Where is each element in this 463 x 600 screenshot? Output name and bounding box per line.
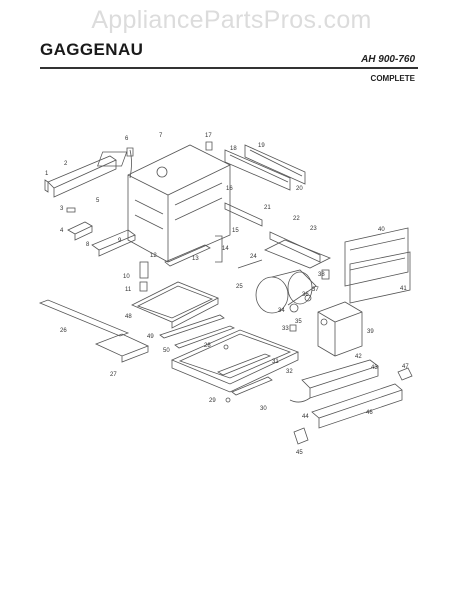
part-47 bbox=[397, 367, 413, 381]
callout: 40 bbox=[378, 227, 385, 233]
part-30 bbox=[231, 376, 273, 396]
part-28 bbox=[223, 344, 229, 350]
callout: 6 bbox=[125, 136, 129, 142]
callout: 26 bbox=[60, 328, 67, 334]
part-cable-44 bbox=[289, 397, 311, 403]
callout: 32 bbox=[286, 369, 293, 375]
callout: 45 bbox=[296, 450, 303, 456]
header-rule bbox=[40, 67, 418, 69]
callout: 8 bbox=[86, 242, 90, 248]
part-36 bbox=[304, 294, 312, 302]
callout: 39 bbox=[367, 329, 374, 335]
callout: 29 bbox=[209, 398, 216, 404]
callout: 44 bbox=[302, 414, 309, 420]
callout: 10 bbox=[123, 274, 130, 280]
part-bracket-21 bbox=[224, 202, 263, 227]
part-4 bbox=[67, 221, 93, 241]
callout: 35 bbox=[295, 319, 302, 325]
part-10 bbox=[139, 261, 149, 279]
callout: 9 bbox=[118, 238, 122, 244]
callout: 36 bbox=[302, 292, 309, 298]
subtitle: COMPLETE bbox=[370, 74, 415, 83]
callout: 41 bbox=[400, 286, 407, 292]
part-rail-26 bbox=[38, 299, 130, 337]
part-blower-25 bbox=[255, 269, 317, 314]
callout: 28 bbox=[204, 343, 211, 349]
part-50 bbox=[174, 325, 236, 349]
callout: 42 bbox=[355, 354, 362, 360]
callout: 46 bbox=[366, 410, 373, 416]
part-13 bbox=[164, 244, 211, 267]
callout: 25 bbox=[236, 284, 243, 290]
part-11 bbox=[139, 281, 148, 292]
callout: 47 bbox=[402, 364, 409, 370]
callout: 20 bbox=[296, 186, 303, 192]
part-box-39 bbox=[317, 301, 363, 357]
part-rail-2 bbox=[44, 155, 117, 198]
brand-logo: GAGGENAU bbox=[40, 40, 144, 59]
part-bracket-27 bbox=[94, 333, 150, 363]
part-29 bbox=[225, 397, 231, 403]
callout: 15 bbox=[232, 228, 239, 234]
callout: 14 bbox=[222, 246, 229, 252]
callout: 3 bbox=[60, 206, 64, 212]
part-15 bbox=[215, 235, 223, 263]
part-cable-6 bbox=[126, 147, 134, 179]
part-frame-32 bbox=[170, 329, 300, 393]
callout: 7 bbox=[159, 133, 163, 139]
part-control-panel-43 bbox=[301, 359, 379, 399]
callout: 31 bbox=[272, 359, 279, 365]
callout: 34 bbox=[278, 308, 285, 314]
callout: 33 bbox=[282, 326, 289, 332]
callout: 48 bbox=[125, 314, 132, 320]
callout: 2 bbox=[64, 161, 68, 167]
part-17 bbox=[205, 141, 213, 151]
callout: 30 bbox=[260, 406, 267, 412]
part-filter-48 bbox=[131, 281, 219, 329]
callout-labels: 1 2 3 4 5 6 7 8 9 10 11 12 13 14 15 16 1… bbox=[45, 133, 409, 456]
callout: 24 bbox=[250, 254, 257, 260]
part-22-23 bbox=[264, 231, 331, 269]
part-34 bbox=[289, 303, 299, 313]
callout: 37 bbox=[312, 287, 319, 293]
callout: 4 bbox=[60, 228, 64, 234]
callout: 50 bbox=[163, 348, 170, 354]
callout: 21 bbox=[264, 205, 271, 211]
part-35 bbox=[289, 324, 297, 332]
callout: 43 bbox=[371, 365, 378, 371]
part-24 bbox=[237, 259, 263, 269]
callout: 22 bbox=[293, 216, 300, 222]
callout: 5 bbox=[96, 198, 100, 204]
callout: 16 bbox=[226, 186, 233, 192]
callout: 12 bbox=[150, 253, 157, 259]
callout: 23 bbox=[310, 226, 317, 232]
part-rails-18-19 bbox=[224, 144, 306, 191]
callout: 18 bbox=[230, 146, 237, 152]
callout: 19 bbox=[258, 143, 265, 149]
callout: 49 bbox=[147, 334, 154, 340]
callout: 11 bbox=[125, 287, 132, 293]
part-8 bbox=[91, 229, 136, 257]
watermark: AppliancePartsPros.com bbox=[91, 6, 372, 34]
part-3 bbox=[66, 207, 76, 213]
part-46 bbox=[311, 383, 403, 429]
model-number: AH 900-760 bbox=[361, 54, 415, 65]
part-45 bbox=[293, 427, 309, 445]
part-49 bbox=[159, 314, 225, 339]
part-38 bbox=[321, 269, 330, 280]
part-31 bbox=[217, 353, 272, 376]
callout: 13 bbox=[192, 256, 199, 262]
callout: 27 bbox=[110, 372, 117, 378]
callout: 17 bbox=[205, 133, 212, 139]
callout: 38 bbox=[318, 272, 325, 278]
part-housing bbox=[97, 144, 231, 263]
callout: 1 bbox=[45, 171, 49, 177]
part-panels-40-41 bbox=[344, 227, 411, 304]
